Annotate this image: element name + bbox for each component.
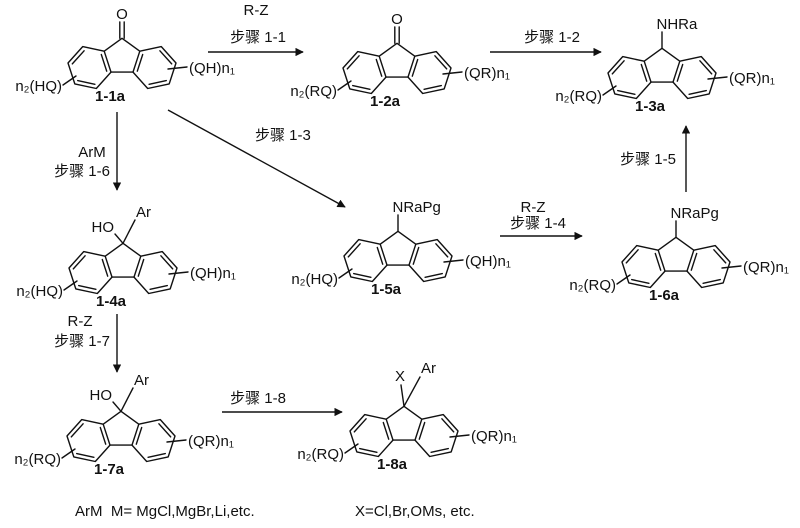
aryl-label: Ar bbox=[136, 204, 151, 221]
hydroxyl-bond bbox=[114, 233, 124, 244]
right-substituent-bond bbox=[707, 76, 728, 80]
step-1-1: R-Z 步骤 1-1 bbox=[208, 2, 304, 57]
right-substituent-bond bbox=[721, 265, 742, 269]
right-substituent-label: (QH)n₁ bbox=[189, 60, 235, 77]
right-substituent-bond bbox=[442, 71, 463, 75]
compound-number: 1-4a bbox=[96, 293, 127, 310]
right-substituent-label: (QH)n₁ bbox=[465, 253, 511, 270]
right-substituent-bond bbox=[168, 271, 189, 275]
compound-1-7a: HO Ar n₂(RQ) (QR)n₁ 1-7a bbox=[14, 372, 234, 478]
carbonyl-oxygen-label: O bbox=[391, 11, 403, 28]
compound-number: 1-6a bbox=[649, 287, 680, 304]
aryl-bond bbox=[403, 376, 421, 407]
footnote-arm-definition: ArM M= MgCl,MgBr,Li,etc. bbox=[75, 503, 255, 520]
compound-1-4a: HO Ar n₂(HQ) (QH)n₁ 1-4a bbox=[16, 204, 236, 310]
left-substituent-bond bbox=[338, 268, 353, 279]
left-substituent-label: n₂(HQ) bbox=[15, 78, 62, 95]
compound-1-3a: NHRa n₂(RQ) (QR)n₁ 1-3a bbox=[555, 16, 775, 115]
step-1-4-label: 步骤 1-4 bbox=[510, 215, 566, 232]
compound-1-1a: O n₂(HQ) (QH)n₁ 1-1a bbox=[15, 6, 235, 105]
left-substituent-label: n₂(HQ) bbox=[16, 283, 63, 300]
fluorene-ring-system bbox=[342, 42, 452, 95]
hydroxyl-label: HO bbox=[90, 387, 113, 404]
compound-number: 1-8a bbox=[377, 456, 408, 473]
step-1-7: R-Z 步骤 1-7 bbox=[54, 313, 122, 373]
step-1-1-label: 步骤 1-1 bbox=[230, 29, 286, 46]
right-substituent-label: (QR)n₁ bbox=[743, 259, 789, 276]
step-1-8-label: 步骤 1-8 bbox=[230, 390, 286, 407]
step-1-3-label: 步骤 1-3 bbox=[255, 127, 311, 144]
step-1-7-reagent: R-Z bbox=[68, 313, 93, 330]
fluorene-ring-system bbox=[67, 37, 177, 90]
compound-number: 1-3a bbox=[635, 98, 666, 115]
step-1-3-arrow bbox=[167, 109, 346, 208]
compound-1-5a: NRaPg n₂(HQ) (QH)n₁ 1-5a bbox=[291, 199, 511, 298]
leaving-group-bond bbox=[400, 384, 405, 407]
left-substituent-bond bbox=[616, 274, 631, 285]
fluorene-ring-system bbox=[621, 236, 731, 289]
hydroxyl-label: HO bbox=[92, 219, 115, 236]
aryl-label: Ar bbox=[421, 360, 436, 377]
amine-group-label: NRaPg bbox=[393, 199, 441, 216]
left-substituent-bond bbox=[344, 443, 359, 454]
amine-group-label: NRaPg bbox=[671, 205, 719, 222]
step-1-6: ArM 步骤 1-6 bbox=[54, 112, 122, 191]
step-1-7-label: 步骤 1-7 bbox=[54, 333, 110, 350]
left-substituent-bond bbox=[61, 448, 76, 459]
right-substituent-bond bbox=[166, 439, 187, 443]
compound-number: 1-2a bbox=[370, 93, 401, 110]
compound-number: 1-7a bbox=[94, 461, 125, 478]
compound-1-2a: O n₂(RQ) (QR)n₁ 1-2a bbox=[290, 11, 510, 110]
step-1-2: 步骤 1-2 bbox=[490, 29, 602, 57]
aryl-label: Ar bbox=[134, 372, 149, 389]
left-substituent-bond bbox=[337, 80, 352, 91]
step-1-6-reagent: ArM bbox=[78, 144, 106, 161]
aryl-bond bbox=[120, 387, 134, 412]
right-substituent-label: (QR)n₁ bbox=[464, 65, 510, 82]
fluorene-ring-system bbox=[66, 410, 176, 463]
step-1-2-label: 步骤 1-2 bbox=[524, 29, 580, 46]
compound-1-8a: X Ar n₂(RQ) (QR)n₁ 1-8a bbox=[297, 360, 517, 473]
compound-1-6a: NRaPg n₂(RQ) (QR)n₁ 1-6a bbox=[569, 205, 789, 304]
leaving-group-label: X bbox=[395, 368, 405, 385]
step-1-4-reagent: R-Z bbox=[521, 199, 546, 216]
right-substituent-label: (QH)n₁ bbox=[190, 265, 236, 282]
left-substituent-label: n₂(RQ) bbox=[290, 83, 337, 100]
step-1-4: R-Z 步骤 1-4 bbox=[500, 199, 583, 241]
right-substituent-bond bbox=[449, 434, 470, 438]
compound-number: 1-1a bbox=[95, 88, 126, 105]
left-substituent-label: n₂(HQ) bbox=[291, 271, 338, 288]
right-substituent-label: (QR)n₁ bbox=[471, 428, 517, 445]
left-substituent-label: n₂(RQ) bbox=[569, 277, 616, 294]
right-substituent-label: (QR)n₁ bbox=[188, 433, 234, 450]
left-substituent-label: n₂(RQ) bbox=[555, 88, 602, 105]
left-substituent-bond bbox=[602, 85, 617, 96]
compound-number: 1-5a bbox=[371, 281, 402, 298]
left-substituent-label: n₂(RQ) bbox=[297, 446, 344, 463]
right-substituent-bond bbox=[167, 66, 188, 70]
step-1-1-reagent: R-Z bbox=[244, 2, 269, 19]
hydroxyl-bond bbox=[112, 401, 122, 412]
step-1-8: 步骤 1-8 bbox=[222, 390, 343, 417]
fluorene-ring-system bbox=[343, 230, 453, 283]
fluorene-ring-system bbox=[349, 405, 459, 458]
aryl-bond bbox=[122, 219, 136, 244]
right-substituent-bond bbox=[443, 259, 464, 263]
footnote-x-definition: X=Cl,Br,OMs, etc. bbox=[355, 503, 475, 520]
amine-group-label: NHRa bbox=[657, 16, 698, 33]
step-1-5-label: 步骤 1-5 bbox=[620, 151, 676, 168]
fluorene-ring-system bbox=[68, 242, 178, 295]
step-1-3: 步骤 1-3 bbox=[167, 109, 346, 208]
carbonyl-oxygen-label: O bbox=[116, 6, 128, 23]
left-substituent-bond bbox=[62, 75, 77, 86]
left-substituent-label: n₂(RQ) bbox=[14, 451, 61, 468]
right-substituent-label: (QR)n₁ bbox=[729, 70, 775, 87]
step-1-6-label: 步骤 1-6 bbox=[54, 163, 110, 180]
left-substituent-bond bbox=[63, 280, 78, 291]
step-1-5: 步骤 1-5 bbox=[620, 125, 691, 192]
fluorene-ring-system bbox=[607, 47, 717, 100]
